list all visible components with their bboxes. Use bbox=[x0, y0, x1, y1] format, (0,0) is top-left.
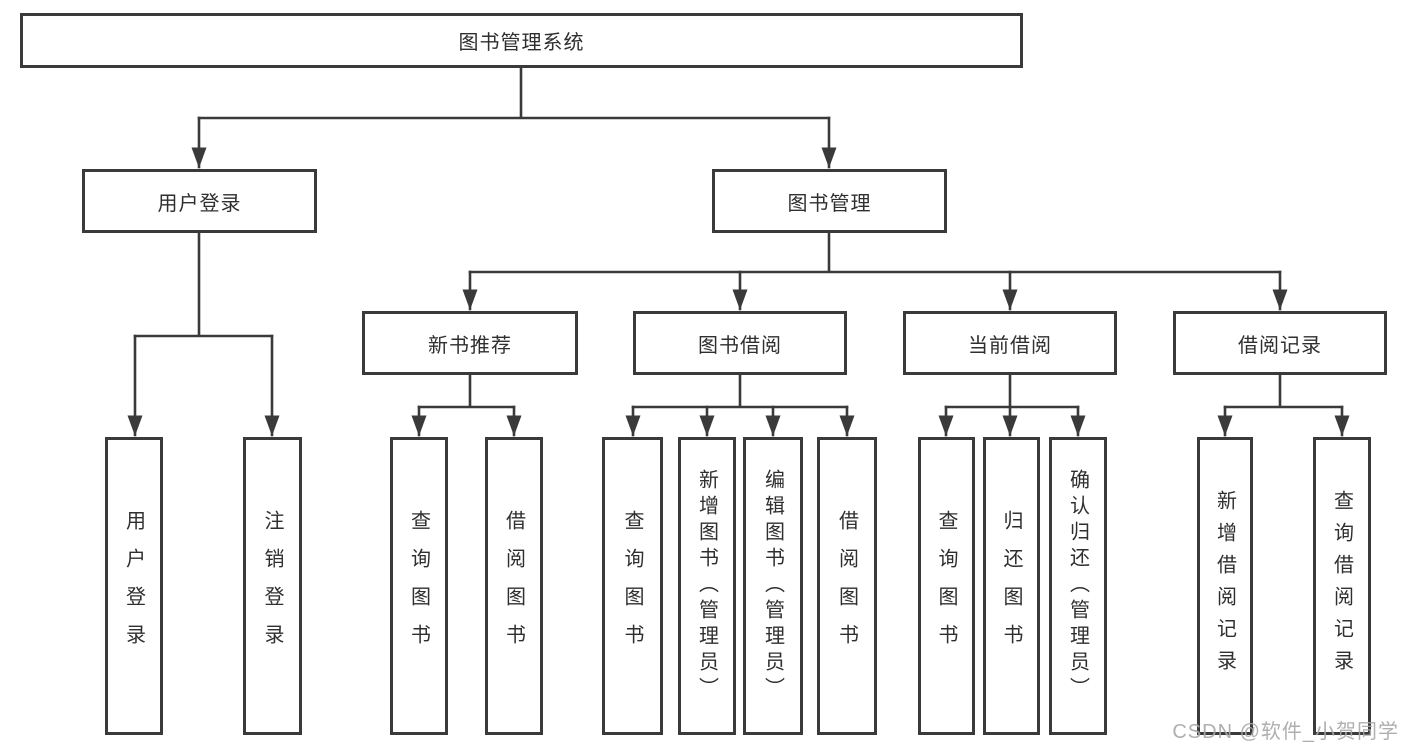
connector-new-book-children bbox=[411, 373, 522, 437]
leaf-confirm-return-admin: 确认归还（管理员） bbox=[1049, 437, 1107, 735]
node-book-borrow: 图书借阅 bbox=[633, 311, 847, 375]
node-borrow-records: 借阅记录 bbox=[1173, 311, 1387, 375]
leaf-add-borrow-record: 新增借阅记录 bbox=[1197, 437, 1253, 735]
connector-borrow-record-children bbox=[1217, 373, 1350, 437]
node-library-management-system: 图书管理系统 bbox=[20, 13, 1023, 68]
leaf-borrow-books: 借阅图书 bbox=[817, 437, 877, 735]
leaf-query-books-current: 查询图书 bbox=[918, 437, 975, 735]
node-current-borrow: 当前借阅 bbox=[903, 311, 1117, 375]
leaf-return-books: 归还图书 bbox=[983, 437, 1040, 735]
leaf-query-borrow-record: 查询借阅记录 bbox=[1313, 437, 1371, 735]
csdn-watermark: CSDN @软件_小贺同学 bbox=[1172, 721, 1399, 743]
leaf-edit-books-admin: 编辑图书（管理员） bbox=[743, 437, 803, 735]
leaf-borrow-books-recommend: 借阅图书 bbox=[485, 437, 543, 735]
node-new-book-recommend: 新书推荐 bbox=[362, 311, 578, 375]
connector-user-login-children bbox=[127, 231, 280, 437]
leaf-user-login: 用户登录 bbox=[105, 437, 163, 735]
connector-book-management-children bbox=[462, 231, 1288, 311]
leaf-logout: 注销登录 bbox=[243, 437, 302, 735]
leaf-add-books-admin: 新增图书（管理员） bbox=[678, 437, 736, 735]
connector-book-borrow-children bbox=[625, 373, 855, 437]
connector-root-to-level1 bbox=[191, 66, 837, 169]
node-book-management: 图书管理 bbox=[712, 169, 947, 233]
connector-current-borrow-children bbox=[938, 373, 1086, 437]
leaf-query-books-recommend: 查询图书 bbox=[390, 437, 448, 735]
leaf-query-books-borrow: 查询图书 bbox=[602, 437, 663, 735]
node-user-login: 用户登录 bbox=[82, 169, 317, 233]
